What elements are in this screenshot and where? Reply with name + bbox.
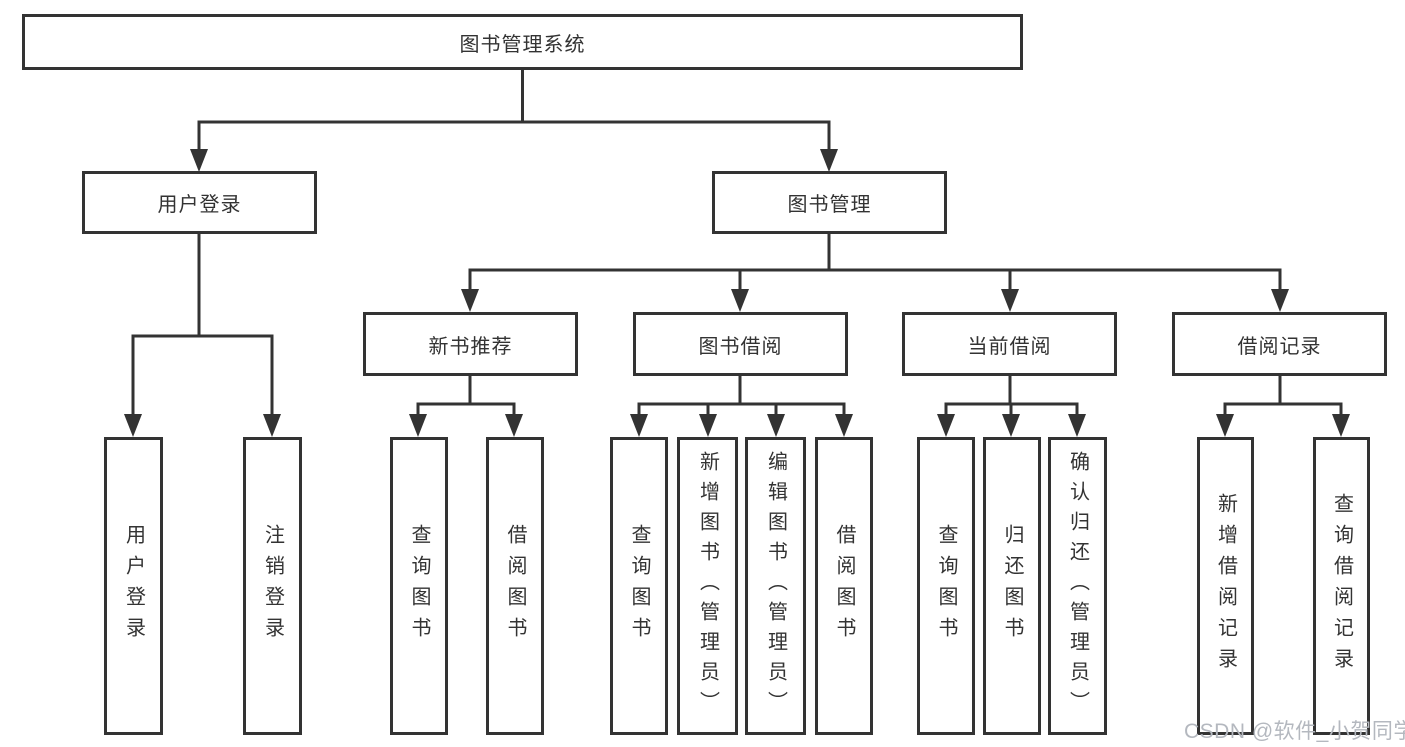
node-book-borrow: 图书借阅	[633, 312, 848, 376]
node-borrow-record: 借阅记录	[1172, 312, 1387, 376]
node-root-system: 图书管理系统	[22, 14, 1023, 70]
node-leaf-logout: 注销登录	[243, 437, 302, 735]
node-label: 用户登录	[157, 194, 242, 216]
node-leaf-add-book-admin: 新增图书（管理员）	[677, 437, 738, 735]
arrowhead-icons	[124, 149, 1350, 437]
node-label: 新增借阅记录	[1214, 493, 1237, 679]
node-book-management: 图书管理	[712, 171, 947, 234]
node-leaf-borrow-book-1: 借阅图书	[486, 437, 544, 735]
node-current-borrow: 当前借阅	[902, 312, 1117, 376]
node-label: 新书推荐	[428, 335, 513, 358]
node-label: 查询借阅记录	[1330, 493, 1353, 679]
node-label: 新增图书（管理员）	[696, 451, 719, 721]
node-label: 图书借阅	[698, 335, 783, 358]
node-leaf-query-book-1: 查询图书	[390, 437, 448, 735]
node-label: 借阅记录	[1237, 335, 1322, 358]
node-leaf-query-borrow-record: 查询借阅记录	[1313, 437, 1370, 735]
node-leaf-edit-book-admin: 编辑图书（管理员）	[745, 437, 806, 735]
node-label: 查询图书	[408, 524, 430, 648]
node-leaf-query-book-2: 查询图书	[610, 437, 668, 735]
node-leaf-add-borrow-record: 新增借阅记录	[1197, 437, 1254, 735]
node-label: 查询图书	[628, 524, 650, 648]
node-label: 借阅图书	[833, 524, 855, 648]
node-leaf-borrow-book-2: 借阅图书	[815, 437, 873, 735]
node-leaf-return-book: 归还图书	[983, 437, 1041, 735]
node-label: 编辑图书（管理员）	[764, 451, 787, 721]
node-leaf-confirm-return-admin: 确认归还（管理员）	[1048, 437, 1107, 735]
node-label: 图书管理系统	[459, 33, 586, 56]
node-label: 用户登录	[122, 524, 145, 648]
csdn-watermark: CSDN @软件_小贺同学	[1184, 720, 1405, 743]
node-label: 图书管理	[787, 194, 872, 216]
node-label: 注销登录	[261, 524, 284, 648]
node-label: 当前借阅	[967, 335, 1052, 358]
node-new-book-recommend: 新书推荐	[363, 312, 578, 376]
node-label: 借阅图书	[504, 524, 526, 648]
node-leaf-query-book-3: 查询图书	[917, 437, 975, 735]
node-leaf-user-login: 用户登录	[104, 437, 163, 735]
node-label: 归还图书	[1001, 524, 1023, 648]
node-user-login-group: 用户登录	[82, 171, 317, 234]
node-label: 确认归还（管理员）	[1066, 451, 1089, 721]
node-label: 查询图书	[935, 524, 957, 648]
